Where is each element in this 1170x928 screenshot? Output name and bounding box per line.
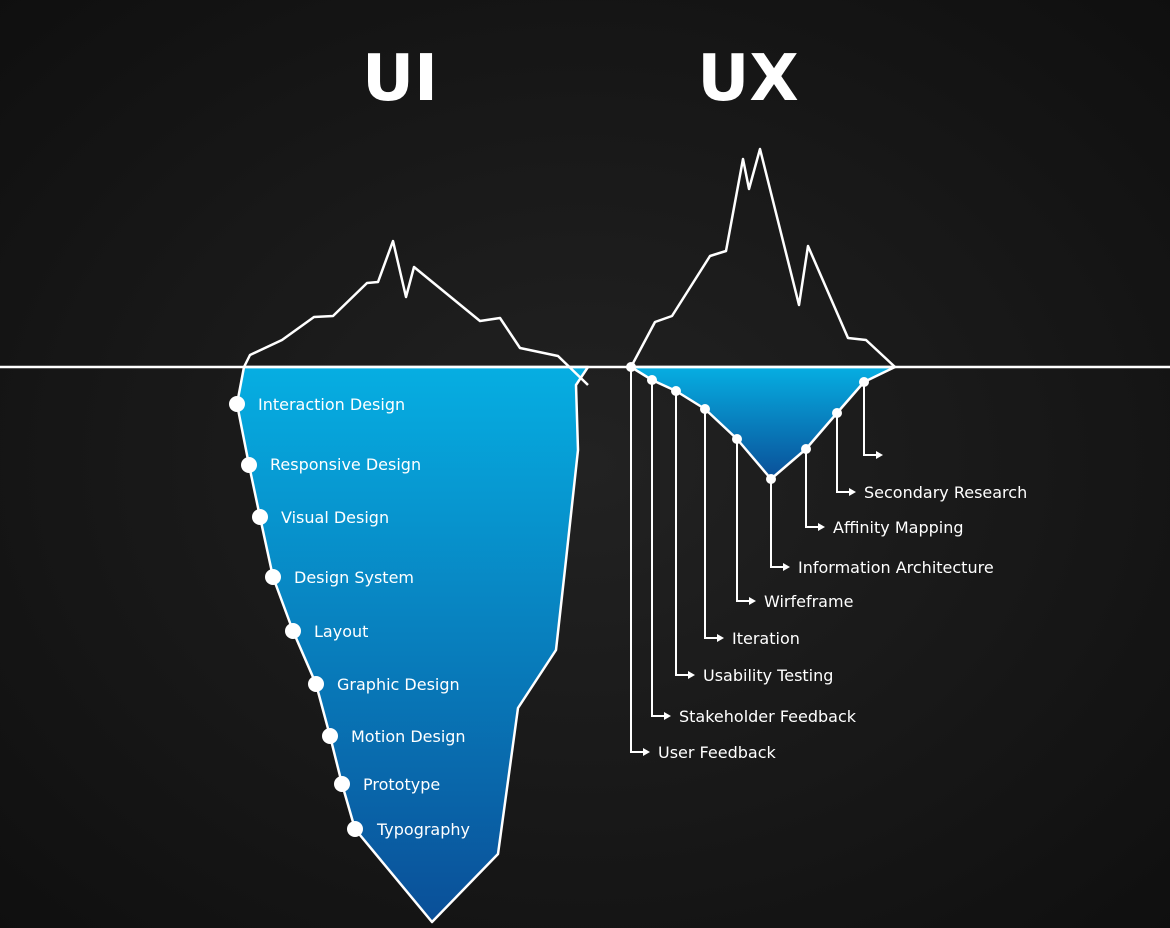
ux-item-dot	[766, 474, 776, 484]
ui-item-dot	[334, 776, 350, 792]
ui-item-dot	[265, 569, 281, 585]
ui-heading: UI	[362, 42, 438, 116]
ux-connector-line	[836, 413, 850, 493]
ui-item-dot	[322, 728, 338, 744]
ux-dots	[626, 362, 869, 484]
ui-item-dot	[285, 623, 301, 639]
ux-item-dot	[859, 377, 869, 387]
ux-item-label: Usability Testing	[703, 666, 833, 685]
arrow-icon	[749, 597, 756, 605]
ux-connector-line	[651, 380, 665, 717]
ux-item-label: Affinity Mapping	[833, 518, 964, 537]
arrow-icon	[664, 712, 671, 720]
ui-item-dot	[308, 676, 324, 692]
ui-iceberg-tip	[242, 239, 589, 386]
ui-item-label: Layout	[314, 622, 368, 641]
ux-connector-line	[736, 439, 750, 602]
ux-connectors	[630, 367, 877, 753]
arrow-icon	[818, 523, 825, 531]
ux-arrowheads	[643, 451, 883, 756]
ux-heading: UX	[697, 42, 798, 116]
ui-item-dot	[347, 821, 363, 837]
ux-item-dot	[732, 434, 742, 444]
ux-item-label: Wirfeframe	[764, 592, 853, 611]
ux-item-dot	[647, 375, 657, 385]
ui-item-label: Interaction Design	[258, 395, 405, 414]
ux-items: User Feedback Stakeholder Feedback Usabi…	[658, 483, 1027, 762]
ux-item-label: Stakeholder Feedback	[679, 707, 857, 726]
ux-connector-line	[704, 409, 718, 639]
ui-item-dot	[252, 509, 268, 525]
ux-connector-line	[675, 391, 689, 676]
ui-item-dot	[241, 457, 257, 473]
arrow-icon	[688, 671, 695, 679]
ux-item-dot	[801, 444, 811, 454]
ux-item-label: Information Architecture	[798, 558, 994, 577]
arrow-icon	[876, 451, 883, 459]
ui-items: Interaction Design Responsive Design Vis…	[229, 395, 470, 839]
ui-item-dot	[229, 396, 245, 412]
ui-item-label: Prototype	[363, 775, 440, 794]
ux-connector-line	[770, 479, 784, 568]
ux-item-dot	[700, 404, 710, 414]
ux-item-dot	[626, 362, 636, 372]
ux-connector-line	[630, 367, 644, 753]
ux-item-dot	[832, 408, 842, 418]
arrow-icon	[643, 748, 650, 756]
ux-connector-line	[863, 382, 877, 456]
ux-iceberg-tip	[629, 147, 896, 368]
ux-item-label: Secondary Research	[864, 483, 1027, 502]
ui-item-label: Design System	[294, 568, 414, 587]
ux-item-label: Iteration	[732, 629, 800, 648]
ui-item-label: Motion Design	[351, 727, 466, 746]
ui-item-label: Graphic Design	[337, 675, 460, 694]
arrow-icon	[849, 488, 856, 496]
arrow-icon	[783, 563, 790, 571]
ui-item-label: Visual Design	[281, 508, 389, 527]
ux-connector-line	[805, 449, 819, 528]
ux-item-label: User Feedback	[658, 743, 776, 762]
ux-item-dot	[671, 386, 681, 396]
ui-item-label: Typography	[376, 820, 470, 839]
arrow-icon	[717, 634, 724, 642]
ui-item-label: Responsive Design	[270, 455, 421, 474]
